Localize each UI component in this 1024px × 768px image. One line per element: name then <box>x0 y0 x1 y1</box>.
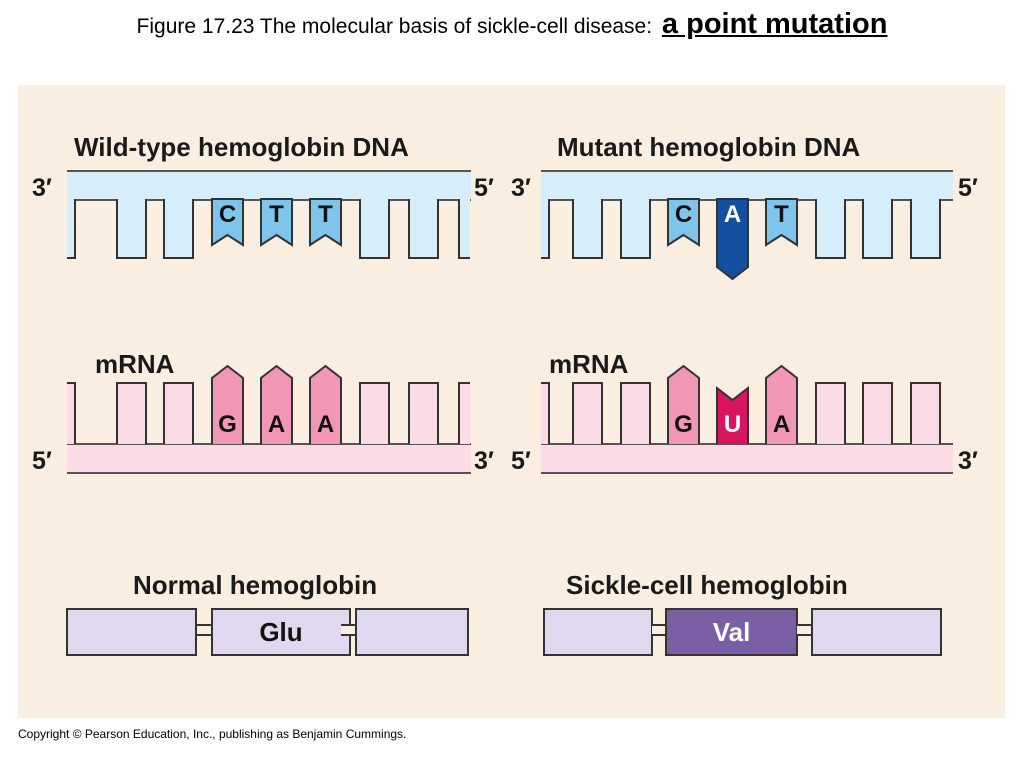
mutant-mrna-3-prime-label: 3′ <box>958 447 978 475</box>
mutant-mrna-heading: mRNA <box>549 349 629 379</box>
wild-mrna-5-prime-label: 5′ <box>32 447 52 475</box>
wild-dna-base-1-letter: C <box>218 201 237 228</box>
mutant-dna-base-1-letter: C <box>674 201 693 228</box>
mutant-mrna-tooth <box>910 382 941 444</box>
mutant-dna-base-2-letter: A <box>723 201 742 228</box>
mutant-mrna-base-2-letter: U <box>723 411 742 438</box>
mutant-mrna-tooth <box>862 382 893 444</box>
figure-title: Figure 17.23 The molecular basis of sick… <box>0 8 1024 41</box>
wild-type-dna-backbone <box>67 170 471 201</box>
wild-dna-3-prime-label: 3′ <box>32 174 52 202</box>
mutant-mrna-tooth <box>541 382 550 444</box>
mutant-mrna-backbone <box>541 443 953 474</box>
wild-dna-tooth <box>458 199 470 259</box>
wild-dna-tooth <box>408 199 439 259</box>
normal-chain-link <box>197 624 211 636</box>
wild-dna-base-2-letter: T <box>269 201 284 228</box>
mutant-dna-tooth <box>910 199 941 259</box>
mutant-dna-tooth <box>620 199 651 259</box>
mutant-dna-heading: Mutant hemoglobin DNA <box>557 132 861 162</box>
mutant-dna-tooth <box>862 199 893 259</box>
wild-mrna-base-3-letter: A <box>316 411 335 438</box>
mutant-dna-5-prime-label: 5′ <box>958 174 978 202</box>
mutant-dna-3-prime-label: 3′ <box>511 174 531 202</box>
sickle-chain-link <box>797 624 811 636</box>
normal-chain-segment-right <box>355 608 469 656</box>
figure-title-prefix: Figure 17.23 The molecular basis of sick… <box>136 15 653 38</box>
mutant-dna-tooth <box>541 199 550 259</box>
wild-type-dna-heading: Wild-type hemoglobin DNA <box>74 132 409 162</box>
mutant-mrna-tooth <box>620 382 651 444</box>
wild-type-mrna-backbone <box>67 443 471 474</box>
mutant-dna-base-3-letter: T <box>774 201 789 228</box>
wild-dna-tooth <box>359 199 390 259</box>
mutant-mrna-tooth <box>815 382 846 444</box>
wild-mrna-base-2-letter: A <box>267 411 286 438</box>
normal-chain-link <box>341 624 355 636</box>
normal-amino-acid-label: Glu <box>259 617 303 647</box>
wild-dna-tooth <box>163 199 194 259</box>
wild-mrna-3-prime-label: 3′ <box>474 447 494 475</box>
wild-dna-tooth <box>116 199 147 259</box>
sickle-chain-segment-right <box>811 608 942 656</box>
mutant-dna-backbone <box>541 170 953 201</box>
mutant-mrna-base-1-letter: G <box>674 411 693 438</box>
mutant-mrna-5-prime-label: 5′ <box>511 447 531 475</box>
mutant-dna-tooth <box>572 199 603 259</box>
figure-title-emphasis: a point mutation <box>661 8 888 40</box>
wild-dna-5-prime-label: 5′ <box>474 174 494 202</box>
wild-mrna-tooth <box>359 382 390 444</box>
wild-mrna-tooth <box>116 382 147 444</box>
wild-mrna-tooth <box>67 382 76 444</box>
wild-type-mrna-heading: mRNA <box>95 349 175 379</box>
sickle-chain-segment-left <box>543 608 653 656</box>
normal-hemoglobin-heading: Normal hemoglobin <box>133 570 378 600</box>
sickle-amino-acid-label: Val <box>712 617 751 647</box>
sickle-amino-acid-box: Val <box>665 608 798 656</box>
wild-mrna-tooth <box>458 382 470 444</box>
wild-dna-base-3-letter: T <box>318 201 333 228</box>
mutant-dna-tooth <box>815 199 846 259</box>
wild-mrna-tooth <box>163 382 194 444</box>
wild-mrna-base-1-letter: G <box>218 411 237 438</box>
wild-dna-tooth <box>67 199 76 259</box>
sickle-chain-link <box>652 624 666 636</box>
copyright-notice: Copyright © Pearson Education, Inc., pub… <box>18 727 407 741</box>
sickle-cell-hemoglobin-heading: Sickle-cell hemoglobin <box>566 570 848 600</box>
normal-chain-segment-left <box>66 608 197 656</box>
normal-amino-acid-box: Glu <box>211 608 351 656</box>
mutant-mrna-base-3-letter: A <box>772 411 791 438</box>
wild-mrna-tooth <box>408 382 439 444</box>
mutant-mrna-tooth <box>572 382 603 444</box>
